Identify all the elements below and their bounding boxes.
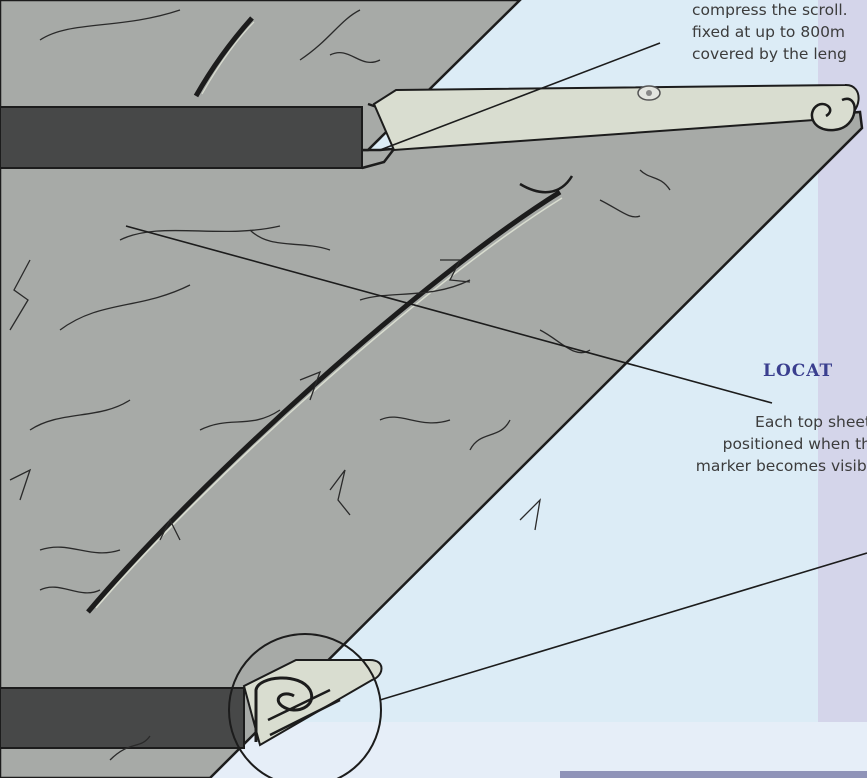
top-scroll-curl bbox=[810, 97, 856, 132]
scroll-caption-line-1: compress the scroll. bbox=[692, 1, 848, 19]
location-caption-line-2: positioned when th bbox=[722, 435, 867, 453]
location-heading: LOCAT bbox=[763, 361, 834, 381]
groove-hook bbox=[519, 175, 574, 194]
scroll-caption: compress the scroll. fixed at up to 800m… bbox=[692, 0, 848, 65]
lower-scroll-curl bbox=[254, 676, 314, 742]
leader-line-location bbox=[125, 225, 773, 404]
lower-sheet-front-strip bbox=[0, 687, 245, 749]
upper-sheet-front-strip bbox=[0, 106, 363, 169]
slate-texture bbox=[9, 9, 671, 761]
scroll-caption-line-3: covered by the leng bbox=[692, 45, 847, 63]
location-caption-line-3: marker becomes visibl bbox=[695, 457, 867, 475]
upper-sheet-slot bbox=[193, 16, 254, 98]
sheet-groove bbox=[86, 189, 562, 614]
location-caption-line-1: Each top sheet bbox=[755, 413, 867, 431]
bottom-bar bbox=[560, 771, 867, 778]
leader-line-magnify bbox=[379, 552, 867, 701]
leader-line-scroll bbox=[379, 42, 661, 151]
scroll-caption-line-2: fixed at up to 800m bbox=[692, 23, 846, 41]
location-caption: Each top sheet positioned when th marker… bbox=[696, 411, 867, 477]
circle-callout-icon bbox=[228, 633, 382, 778]
lower-scroll-rail bbox=[242, 659, 383, 747]
